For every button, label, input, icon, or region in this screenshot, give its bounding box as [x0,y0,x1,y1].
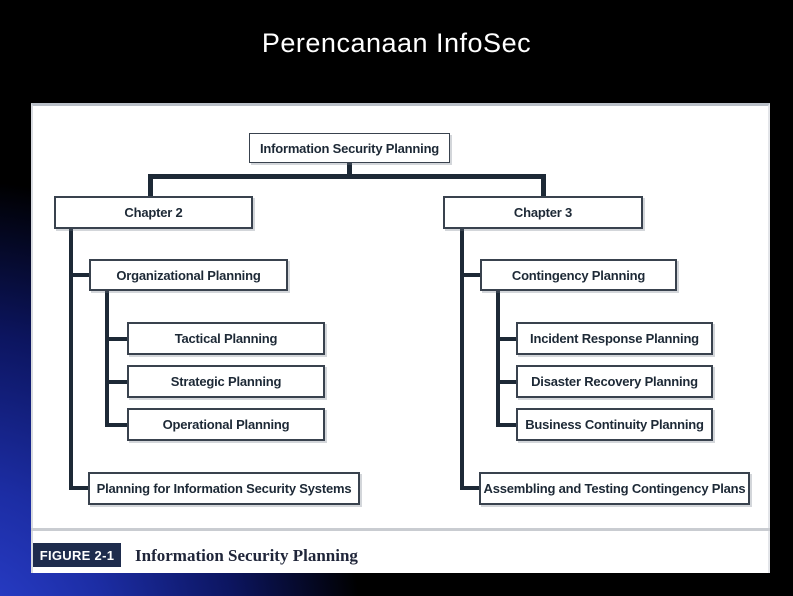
connector-left-group-trunk [105,291,109,427]
caption-divider [31,528,770,531]
connector-right-group-trunk [496,291,500,427]
node-assembling-testing-contingency: Assembling and Testing Contingency Plans [479,472,750,505]
node-chapter-3: Chapter 3 [443,196,643,229]
connector-left-trunk [69,229,73,490]
node-information-security-planning: Information Security Planning [249,133,450,163]
connector-chapter3-drop [541,177,546,196]
connector-right-trunk [460,229,464,490]
connector-root-drop [347,163,352,176]
node-business-continuity-planning: Business Continuity Planning [516,408,713,441]
figure-caption: Information Security Planning [135,546,358,565]
connector-left-footer-stub [69,486,88,490]
node-contingency-planning: Contingency Planning [480,259,677,291]
connector-right-item2-stub [500,380,516,384]
node-strategic-planning: Strategic Planning [127,365,325,398]
node-incident-response-planning: Incident Response Planning [516,322,713,355]
connector-left-item2-stub [109,380,127,384]
connector-main-horizontal [148,174,546,179]
connector-right-item3-stub [500,423,516,427]
connector-right-group-stub [464,273,480,277]
node-chapter-2: Chapter 2 [54,196,253,229]
org-chart: Information Security Planning Chapter 2 … [31,103,770,573]
figure-panel: Information Security Planning Chapter 2 … [31,103,770,573]
connector-left-item3-stub [109,423,127,427]
slide-title: Perencanaan InfoSec [261,28,532,58]
node-organizational-planning: Organizational Planning [89,259,288,291]
connector-left-item1-stub [109,337,127,341]
connector-right-footer-stub [460,486,479,490]
node-tactical-planning: Tactical Planning [127,322,325,355]
node-planning-for-infosec-systems: Planning for Information Security System… [88,472,360,505]
figure-number-badge: FIGURE 2-1 [33,543,121,567]
node-disaster-recovery-planning: Disaster Recovery Planning [516,365,713,398]
connector-left-group-stub [73,273,89,277]
node-operational-planning: Operational Planning [127,408,325,441]
connector-chapter2-drop [148,177,153,196]
connector-right-item1-stub [500,337,516,341]
